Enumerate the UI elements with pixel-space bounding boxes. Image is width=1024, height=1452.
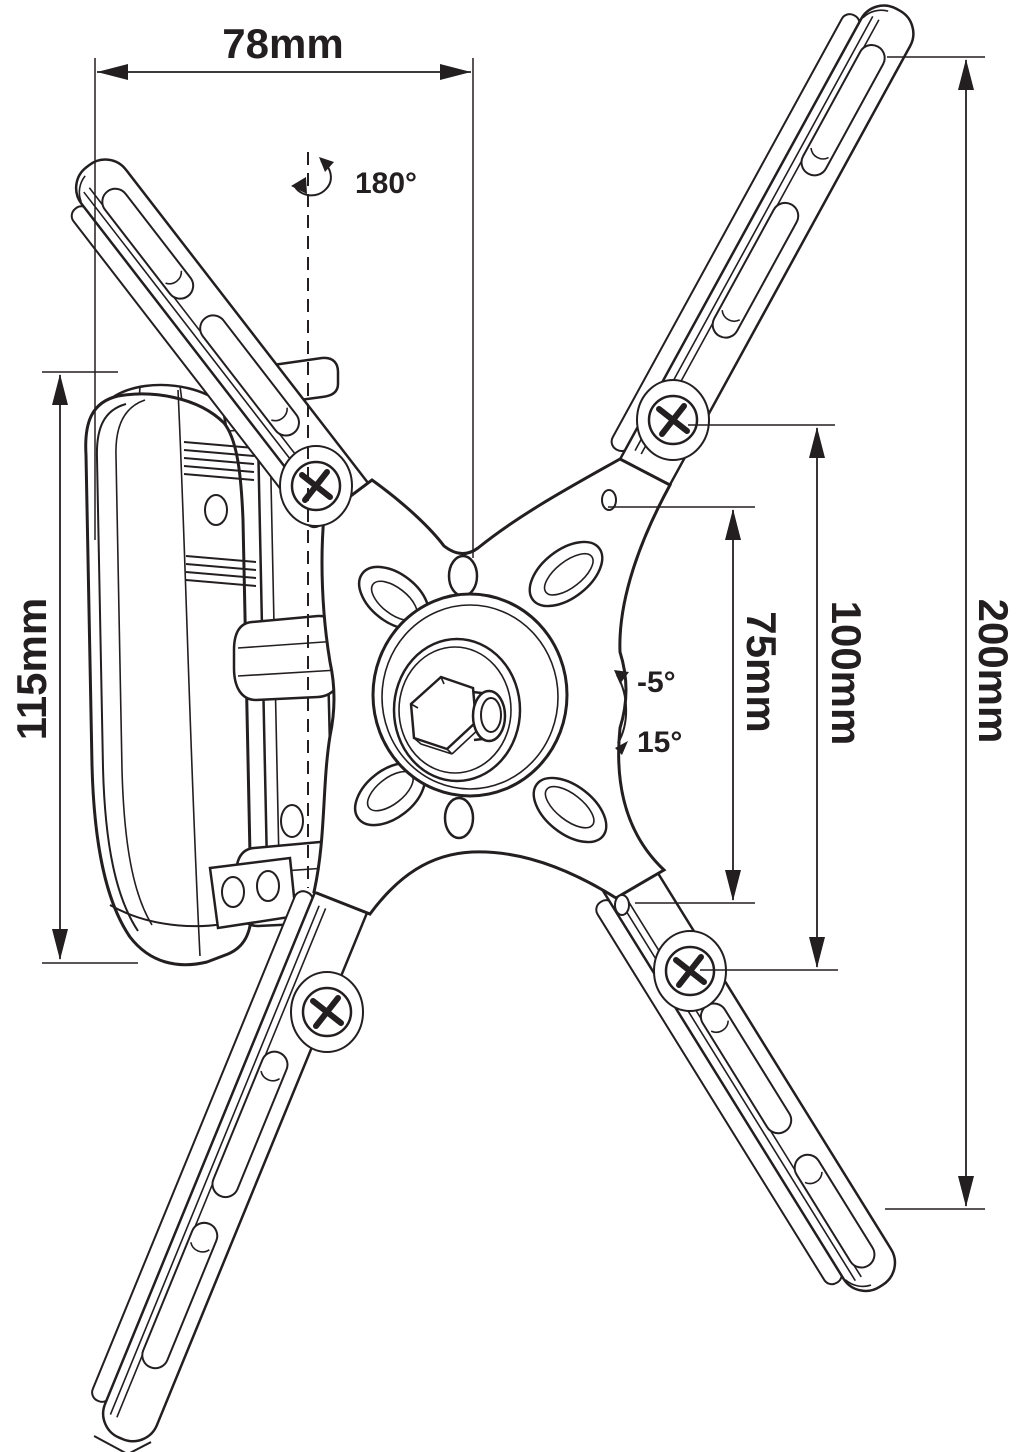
- dim-200mm: [885, 56, 985, 1210]
- phillips-screw: [636, 379, 710, 461]
- arm-fins: [183, 441, 257, 587]
- vesa-rail-top-left: [70, 158, 384, 540]
- label-15deg: 15°: [637, 726, 682, 759]
- dim-115mm: [42, 371, 138, 964]
- vesa-rail-top-right: [610, 4, 915, 504]
- top-teardrop-hole: [447, 554, 479, 598]
- vesa75-hole-bottom: [614, 894, 630, 916]
- wall-mount-arm: [84, 356, 346, 967]
- dim-75mm: [608, 506, 755, 904]
- center-pivot: [371, 592, 569, 798]
- arm-cover: [84, 392, 253, 967]
- dimensions: [42, 56, 985, 1210]
- bottom-teardrop-hole: [443, 796, 475, 840]
- phillips-screw: [290, 971, 364, 1053]
- phillips-screw: [653, 930, 727, 1012]
- dim-100mm: [688, 424, 838, 971]
- label-180deg: 180°: [355, 167, 417, 200]
- mounting-screws: [279, 379, 727, 1053]
- tilt-indicator: [614, 670, 629, 755]
- label-75mm: 75mm: [738, 611, 785, 732]
- label-100mm: 100mm: [823, 601, 870, 746]
- label-115mm: 115mm: [8, 598, 55, 740]
- fin-plate-hole: [204, 494, 228, 526]
- label-200mm: 200mm: [970, 599, 1017, 744]
- label-78mm: 78mm: [222, 20, 343, 67]
- bottom-plate-hole: [256, 870, 280, 902]
- bottom-plate-hole: [221, 876, 245, 908]
- x-plate-cutouts: [353, 489, 630, 916]
- label-minus5deg: -5°: [637, 666, 676, 699]
- vesa75-hole-top: [601, 489, 617, 511]
- dimension-labels: 78mm 180° 115mm -5° 15° 75mm 100mm 200mm: [8, 20, 1017, 759]
- dim-78mm: [94, 58, 474, 558]
- plate-hole: [280, 804, 304, 838]
- pivot-hex-nut: [409, 675, 507, 755]
- swivel-axis-indicator: [291, 152, 334, 888]
- phillips-screw: [279, 445, 353, 527]
